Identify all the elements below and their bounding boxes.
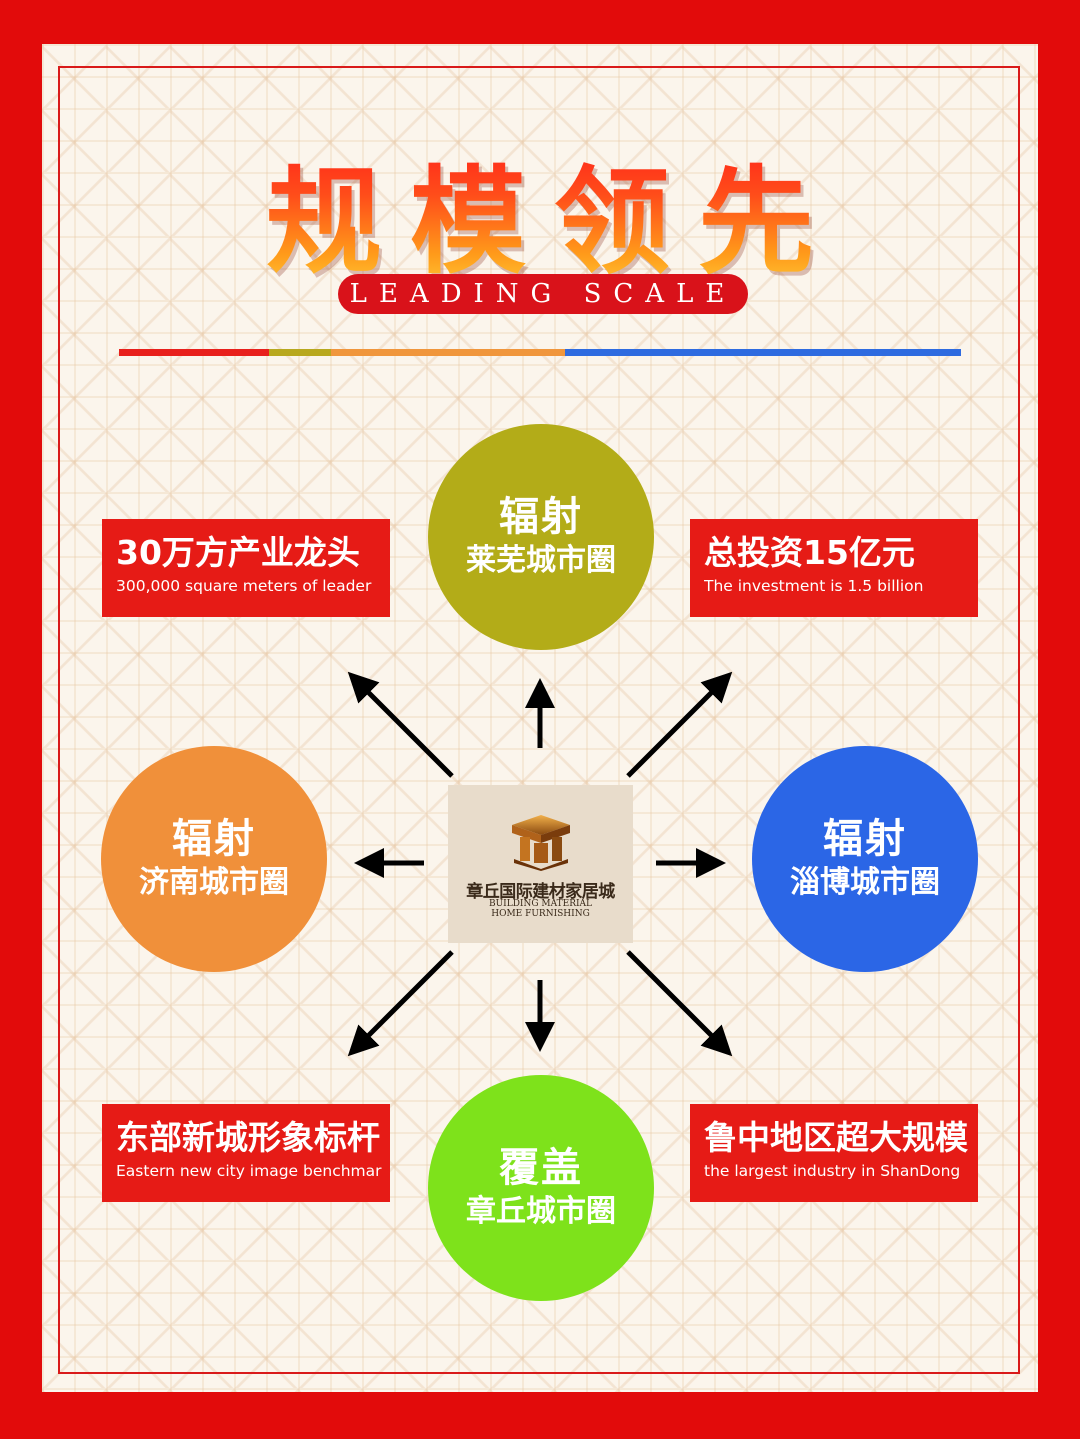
circle-laiwu-line2: 莱芜城市圈: [466, 543, 616, 578]
box-largest-scale-en: the largest industry in ShanDong: [704, 1162, 961, 1180]
box-investment: 总投资15亿元 The investment is 1.5 billion: [690, 519, 978, 617]
box-eastern-benchmark: 东部新城形象标杆 Eastern new city image benchmar: [102, 1104, 390, 1202]
color-bar-segment-olive: [269, 349, 331, 356]
center-logo-card: 章丘国际建材家居城 BUILDING MATERIAL HOME FURNISH…: [448, 785, 633, 943]
circle-zibo-line1: 辐射: [823, 816, 907, 862]
circle-jinan-line1: 辐射: [172, 816, 256, 862]
box-eastern-benchmark-cn: 东部新城形象标杆: [116, 1118, 380, 1157]
box-industry-leader-en: 300,000 square meters of leader: [116, 577, 372, 595]
logo-name-en-line2: HOME FURNISHING: [491, 909, 590, 919]
box-largest-scale: 鲁中地区超大规模 the largest industry in ShanDon…: [690, 1104, 978, 1202]
circle-zhangqiu: 覆盖 章丘城市圈: [428, 1075, 654, 1301]
circle-zhangqiu-line1: 覆盖: [499, 1145, 583, 1191]
arrow-up-right: [626, 671, 733, 778]
color-divider-bar: [119, 349, 961, 356]
page-title: 规模领先: [0, 128, 1080, 296]
circle-jinan-line2: 济南城市圈: [139, 865, 289, 900]
inner-border: [58, 66, 1020, 1374]
box-investment-en: The investment is 1.5 billion: [704, 577, 924, 595]
logo-name-en-line1: BUILDING MATERIAL: [488, 899, 593, 909]
box-industry-leader-cn: 30万方产业龙头: [116, 533, 360, 572]
circle-zibo: 辐射 淄博城市圈: [752, 746, 978, 972]
color-bar-segment-orange: [331, 349, 565, 356]
building-logo-icon: [512, 815, 570, 871]
box-investment-cn: 总投资15亿元: [704, 533, 915, 572]
box-industry-leader: 30万方产业龙头 300,000 square meters of leader: [102, 519, 390, 617]
color-bar-segment-blue: [565, 349, 961, 356]
circle-jinan: 辐射 济南城市圈: [101, 746, 327, 972]
circle-zibo-line2: 淄博城市圈: [790, 865, 940, 900]
arrow-up-left: [347, 671, 454, 778]
color-bar-segment-red: [119, 349, 269, 356]
logo-name-cn: 章丘国际建材家居城: [466, 882, 615, 902]
circle-laiwu: 辐射 莱芜城市圈: [428, 424, 654, 650]
circle-laiwu-line1: 辐射: [499, 494, 583, 540]
subtitle-pill: LEADING SCALE: [338, 274, 748, 314]
arrow-down-right: [626, 950, 733, 1057]
box-largest-scale-cn: 鲁中地区超大规模: [704, 1118, 968, 1157]
box-eastern-benchmark-en: Eastern new city image benchmar: [116, 1162, 382, 1180]
arrow-down-left: [347, 950, 454, 1057]
circle-zhangqiu-line2: 章丘城市圈: [466, 1194, 616, 1229]
